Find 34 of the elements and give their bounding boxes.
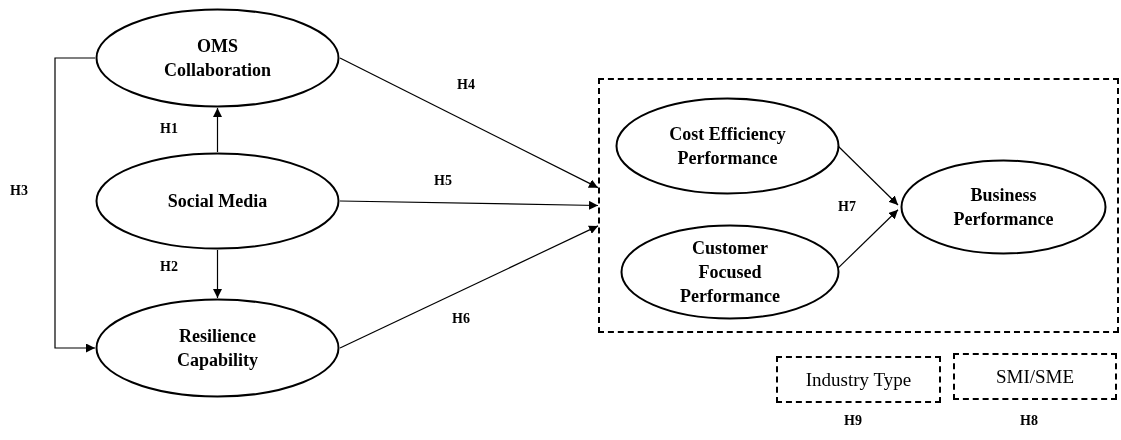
construct-ellipse xyxy=(900,159,1107,255)
arrow xyxy=(213,249,222,299)
group-box xyxy=(598,78,1119,333)
construct-label: SMI/SME xyxy=(994,364,1076,389)
construct-label: Customer Focused Performance xyxy=(679,236,781,309)
arrow xyxy=(837,145,899,206)
construct-label: Business Performance xyxy=(952,183,1055,231)
construct-label: Cost Efficiency Performance xyxy=(668,122,787,170)
construct-label: Industry Type xyxy=(804,367,913,392)
arrow xyxy=(339,225,599,349)
arrow xyxy=(339,57,599,189)
construct-label: Resilience Capability xyxy=(176,324,259,372)
construct-ellipse xyxy=(95,152,340,250)
construct-ellipse xyxy=(620,224,840,320)
edge-label: H4 xyxy=(457,78,475,92)
edge-label: H7 xyxy=(838,200,856,214)
construct-ellipse xyxy=(95,8,340,108)
construct-ellipse xyxy=(615,97,840,195)
edge-label: H1 xyxy=(160,122,178,136)
edge-label: H5 xyxy=(434,174,452,188)
arrow xyxy=(213,107,222,153)
arrow xyxy=(339,200,599,210)
construct-label: Social Media xyxy=(167,189,268,213)
edge-label: H3 xyxy=(10,184,28,198)
moderator-box xyxy=(953,353,1117,400)
hypothesis-label: H9 xyxy=(844,414,862,428)
arrow xyxy=(837,209,899,269)
construct-label: OMS Collaboration xyxy=(163,34,272,82)
edge-label: H2 xyxy=(160,260,178,274)
edge-label: H6 xyxy=(452,312,470,326)
hypothesis-label: H8 xyxy=(1020,414,1038,428)
arrow xyxy=(54,57,96,353)
construct-ellipse xyxy=(95,298,340,398)
moderator-box xyxy=(776,356,941,403)
